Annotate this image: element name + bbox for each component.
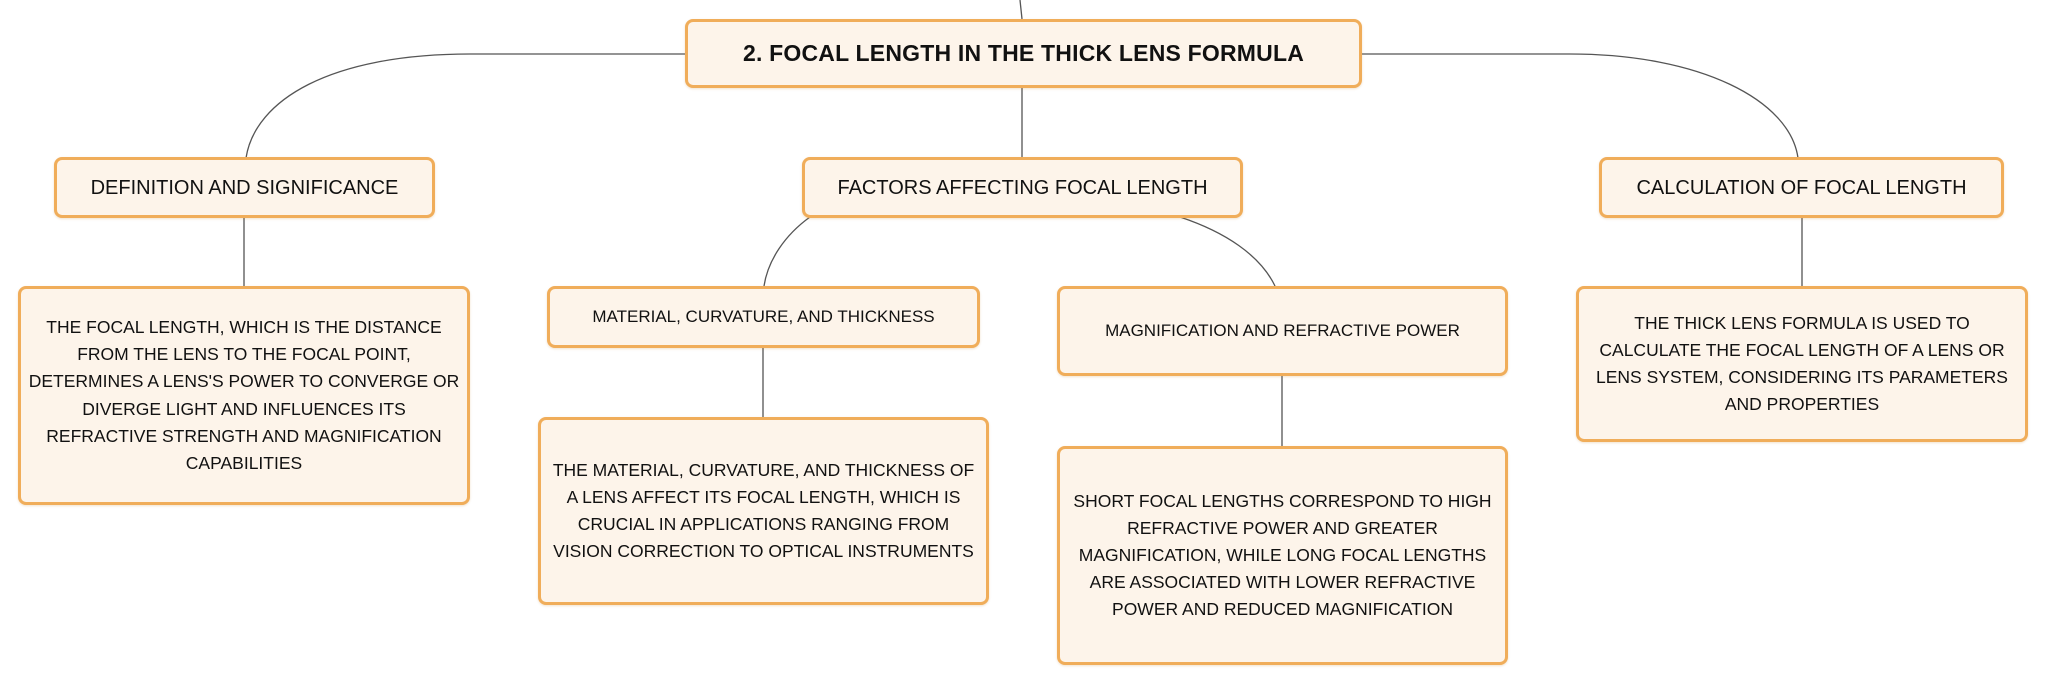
definition-detail-text: THE FOCAL LENGTH, WHICH IS THE DISTANCE … <box>28 317 460 473</box>
magnification-detail-text: SHORT FOCAL LENGTHS CORRESPOND TO HIGH R… <box>1073 490 1492 620</box>
factors-node[interactable]: FACTORS AFFECTING FOCAL LENGTH <box>802 157 1243 218</box>
root-node-label: 2. FOCAL LENGTH IN THE THICK LENS FORMUL… <box>742 40 1305 67</box>
factors-node-label: FACTORS AFFECTING FOCAL LENGTH <box>837 176 1208 199</box>
connector-factors-to-magnification <box>1179 216 1276 287</box>
calculation-detail-text: THE THICK LENS FORMULA IS USED TO CALCUL… <box>1596 312 2008 415</box>
connector-root-to-definition <box>245 53 685 159</box>
magnification-node[interactable]: MAGNIFICATION AND REFRACTIVE POWER <box>1057 286 1508 376</box>
material-node[interactable]: MATERIAL, CURVATURE, AND THICKNESS <box>547 286 980 348</box>
material-node-label: MATERIAL, CURVATURE, AND THICKNESS <box>592 307 935 327</box>
definition-detail-node[interactable]: THE FOCAL LENGTH, WHICH IS THE DISTANCE … <box>18 286 470 505</box>
calculation-detail-node[interactable]: THE THICK LENS FORMULA IS USED TO CALCUL… <box>1576 286 2028 442</box>
calculation-node-label: CALCULATION OF FOCAL LENGTH <box>1636 176 1967 199</box>
calculation-node[interactable]: CALCULATION OF FOCAL LENGTH <box>1599 157 2004 218</box>
connector-parent-to-root <box>1019 0 1023 20</box>
material-detail-node[interactable]: THE MATERIAL, CURVATURE, AND THICKNESS O… <box>538 417 989 605</box>
definition-node[interactable]: DEFINITION AND SIGNIFICANCE <box>54 157 435 218</box>
root-node[interactable]: 2. FOCAL LENGTH IN THE THICK LENS FORMUL… <box>685 19 1362 88</box>
definition-node-label: DEFINITION AND SIGNIFICANCE <box>90 176 399 199</box>
magnification-detail-node[interactable]: SHORT FOCAL LENGTHS CORRESPOND TO HIGH R… <box>1057 446 1508 665</box>
connector-root-to-calculation <box>1360 53 1799 159</box>
material-detail-text: THE MATERIAL, CURVATURE, AND THICKNESS O… <box>552 459 975 562</box>
magnification-node-label: MAGNIFICATION AND REFRACTIVE POWER <box>1105 321 1460 341</box>
connector-factors-to-material <box>763 216 811 287</box>
